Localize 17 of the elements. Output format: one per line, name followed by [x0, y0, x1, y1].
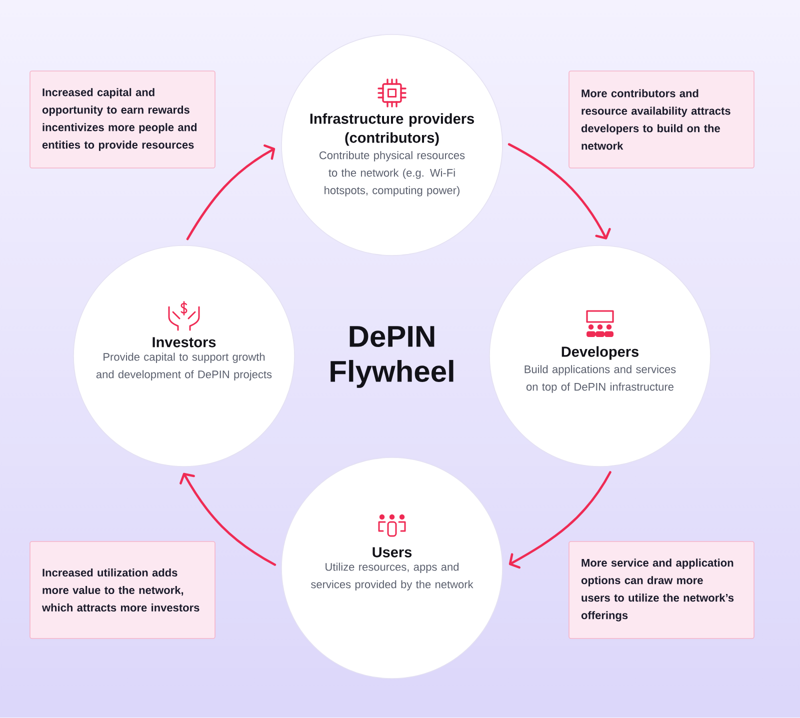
note-box: Increased utilization adds more value to the network, which attracts more investors — [30, 541, 216, 639]
node-heading: Investors — [152, 337, 216, 348]
note-box: More service and application options can draw more users to utilize the network’s offerings — [568, 541, 754, 639]
node-heading: Developers — [562, 346, 638, 360]
arrow — [508, 471, 612, 569]
node-description: Build applications and services on top of DePIN infrastructure — [524, 365, 676, 393]
note-box: Increased capital and opportunity to earn rewards incentivizes more people and entities to provide resources — [30, 70, 216, 168]
arrow — [180, 472, 276, 566]
node-description: Provide capital to support growth and development of DePIN projects — [96, 352, 272, 380]
node-heading: Infrastructure providers (contributors) — [310, 113, 474, 146]
node-heading: Users — [372, 547, 412, 558]
arrow — [508, 143, 611, 240]
note-box: More contributors and resource availability attracts developers to build on the network — [568, 70, 754, 168]
arrow — [186, 144, 276, 240]
diagram-title: DePIN Flywheel — [330, 326, 454, 388]
node-description: Utilize resources, apps and services provided by the network — [311, 562, 474, 590]
node-description: Contribute physical resources to the network (e.g. Wi-Fi hotspots, computing power) — [320, 151, 465, 196]
